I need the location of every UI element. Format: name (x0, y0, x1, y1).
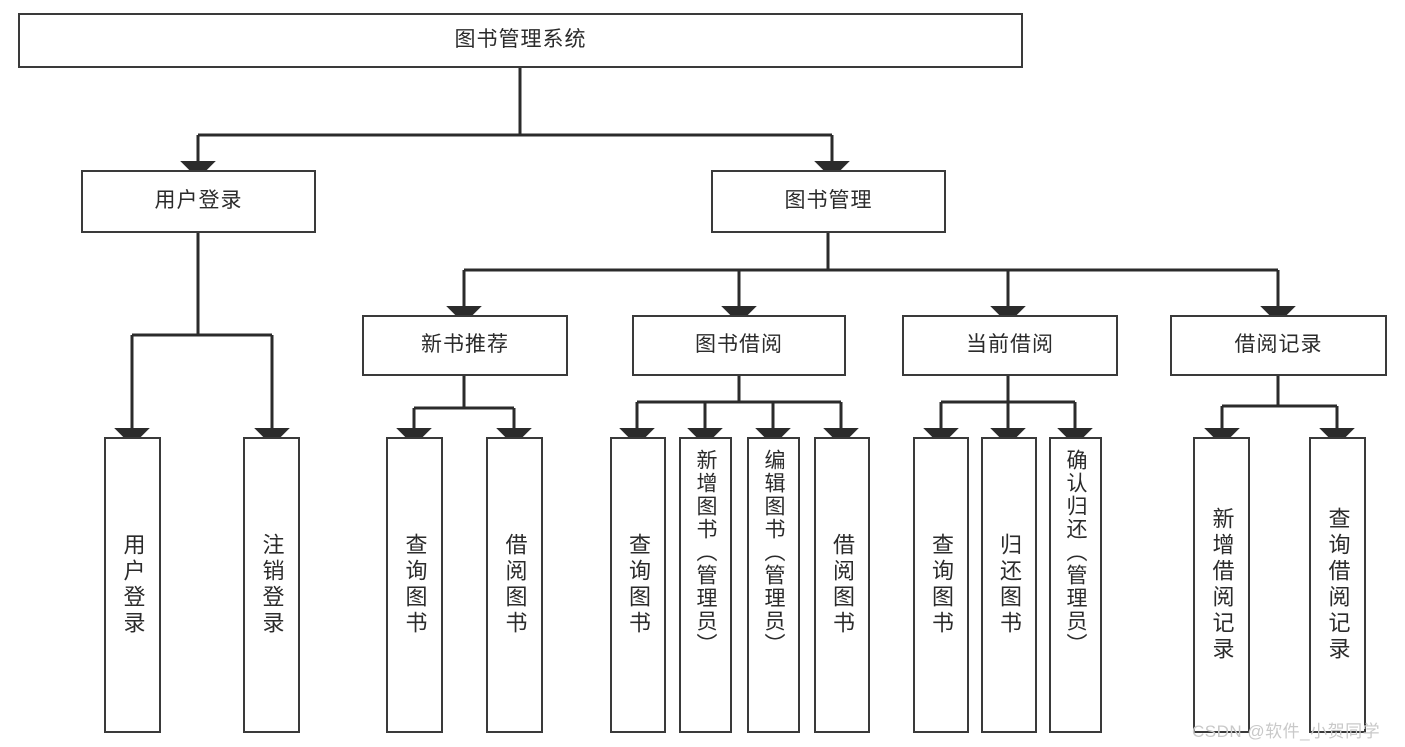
node-leaf-return-book[interactable]: 归还图书 (981, 437, 1037, 733)
node-leaf-add-record[interactable]: 新增借阅记录 (1193, 437, 1250, 733)
node-book-borrow[interactable]: 图书借阅 (632, 315, 846, 376)
node-root[interactable]: 图书管理系统 (18, 13, 1023, 68)
node-leaf-add-book[interactable]: 新增图书（管理员） (679, 437, 732, 733)
node-user-login[interactable]: 用户登录 (81, 170, 316, 233)
node-new-book-recommend[interactable]: 新书推荐 (362, 315, 568, 376)
node-leaf-query-record[interactable]: 查询借阅记录 (1309, 437, 1366, 733)
node-borrow-record[interactable]: 借阅记录 (1170, 315, 1387, 376)
node-user-login-label: 用户登录 (154, 189, 243, 213)
node-book-manage-label: 图书管理 (784, 189, 873, 213)
node-leaf-logout-login[interactable]: 注销登录 (243, 437, 300, 733)
node-leaf-query-book-3-label: 查询图书 (929, 533, 954, 637)
node-leaf-edit-book-label: 编辑图书（管理员） (762, 449, 785, 656)
node-leaf-borrow-book-2-label: 借阅图书 (830, 533, 855, 637)
node-leaf-borrow-book-2[interactable]: 借阅图书 (814, 437, 870, 733)
node-leaf-user-login[interactable]: 用户登录 (104, 437, 161, 733)
node-leaf-return-book-label: 归还图书 (997, 533, 1022, 637)
node-leaf-logout-login-label: 注销登录 (259, 533, 285, 637)
node-leaf-query-book-2[interactable]: 查询图书 (610, 437, 666, 733)
node-leaf-user-login-label: 用户登录 (120, 533, 146, 637)
node-leaf-confirm-return-label: 确认归还（管理员） (1064, 449, 1087, 656)
node-leaf-borrow-book-1-label: 借阅图书 (502, 533, 528, 637)
node-leaf-add-record-label: 新增借阅记录 (1209, 507, 1235, 663)
node-leaf-add-book-label: 新增图书（管理员） (694, 449, 717, 656)
node-new-book-recommend-label: 新书推荐 (421, 333, 509, 357)
node-leaf-edit-book[interactable]: 编辑图书（管理员） (747, 437, 800, 733)
node-book-borrow-label: 图书借阅 (695, 333, 783, 357)
node-leaf-confirm-return[interactable]: 确认归还（管理员） (1049, 437, 1102, 733)
node-leaf-query-book-1[interactable]: 查询图书 (386, 437, 443, 733)
node-leaf-query-book-3[interactable]: 查询图书 (913, 437, 969, 733)
node-book-manage[interactable]: 图书管理 (711, 170, 946, 233)
node-leaf-query-book-2-label: 查询图书 (626, 533, 651, 637)
node-borrow-record-label: 借阅记录 (1234, 333, 1323, 357)
node-root-label: 图书管理系统 (454, 28, 587, 52)
node-current-borrow[interactable]: 当前借阅 (902, 315, 1118, 376)
node-leaf-query-book-1-label: 查询图书 (402, 533, 428, 637)
node-current-borrow-label: 当前借阅 (966, 333, 1054, 357)
node-leaf-query-record-label: 查询借阅记录 (1325, 507, 1351, 663)
node-leaf-borrow-book-1[interactable]: 借阅图书 (486, 437, 543, 733)
